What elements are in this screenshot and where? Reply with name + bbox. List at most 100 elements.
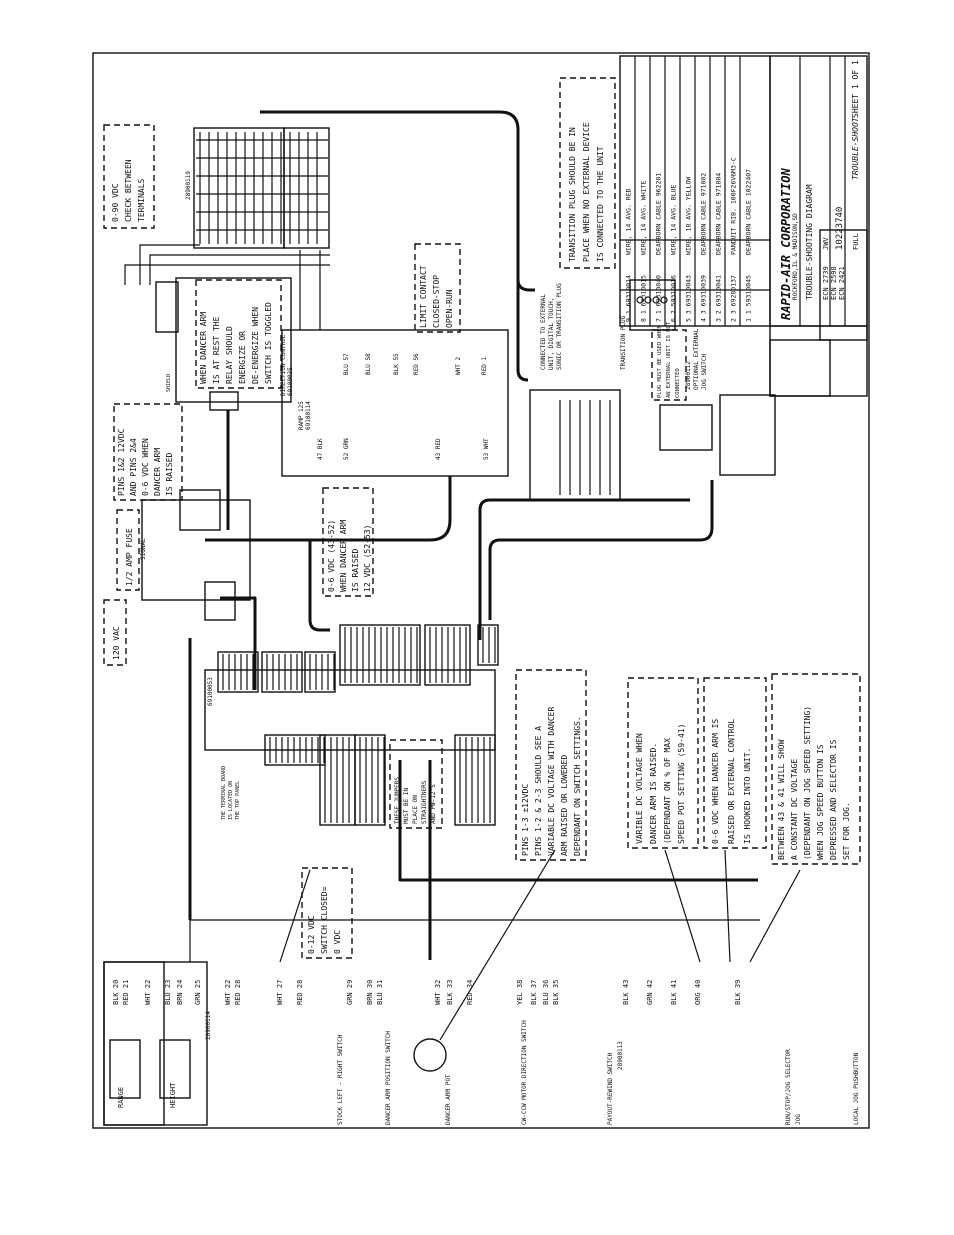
svg-text:SONIC OR TRANSITION PLUG: SONIC OR TRANSITION PLUG <box>556 283 563 370</box>
parts-desc: DEARBORN CABLE 971804 <box>714 173 722 255</box>
svg-text:28900113: 28900113 <box>617 1041 624 1070</box>
svg-text:A CONSTANT DC VOLTAGE: A CONSTANT DC VOLTAGE <box>790 759 799 860</box>
wire-label: BLK 37 <box>530 980 538 1005</box>
wire-label: RED 28 <box>234 980 242 1005</box>
transition-plug-pin <box>652 296 660 304</box>
wire-label: BLK 39 <box>734 980 742 1005</box>
signal-fuse-block: SIGNAL <box>140 489 251 621</box>
svg-text:JOG: JOG <box>795 1114 802 1125</box>
svg-text:VARIABLE DC VOLTAGE WITH DANCE: VARIABLE DC VOLTAGE WITH DANCER <box>547 707 556 856</box>
svg-text:CONNECTED: CONNECTED <box>675 368 681 398</box>
wire-label: YEL 38 <box>516 980 524 1005</box>
svg-text:IS HOOKED INTO UNIT.: IS HOOKED INTO UNIT. <box>743 748 752 844</box>
svg-text:0-12 VDC: 0-12 VDC <box>307 915 316 954</box>
wire-label: BLK 33 <box>446 980 454 1005</box>
terminal-strip-right <box>283 127 330 249</box>
parts-desc: DEARBORN CABLE 1022407 <box>744 169 752 255</box>
main-pcb-69100053: 69100053 THE TERMINAL BOARD IS LOCATED O… <box>204 669 496 820</box>
svg-text:DANCER ARM IS RAISED.: DANCER ARM IS RAISED. <box>649 743 658 844</box>
company-name: RAPID-AIR CORPORATION <box>779 168 793 320</box>
svg-text:RED 1: RED 1 <box>481 357 488 375</box>
svg-text:DANCER ARM POT: DANCER ARM POT <box>445 1074 452 1125</box>
parts-item: 2 3 69280137 <box>729 275 737 322</box>
svg-text:ENERGIZE OR: ENERGIZE OR <box>238 331 247 384</box>
wire-label: WHT 32 <box>434 980 442 1005</box>
parts-item: 6 2 59310016 <box>669 275 677 322</box>
parts-item: 1 1 59310045 <box>744 275 752 322</box>
svg-text:RELAY SHOULD: RELAY SHOULD <box>225 326 234 384</box>
svg-text:PINS 1-3 ±12VDC: PINS 1-3 ±12VDC <box>521 784 530 856</box>
drawing-scale: FULL <box>852 233 860 250</box>
wire-label: GRN 29 <box>346 980 354 1005</box>
svg-text:DEPRESSED AND SELECTOR IS: DEPRESSED AND SELECTOR IS <box>829 739 838 860</box>
ecn-2: ECN 2598 <box>830 266 838 300</box>
wire-label: BRN 24 <box>176 980 184 1005</box>
svg-text:CLOSED-STOP: CLOSED-STOP <box>432 275 441 328</box>
svg-text:69100035: 69100035 <box>287 367 294 396</box>
external-connector: TRANSITION PLUG 28900112 OPTIONAL EXTERN… <box>529 279 776 501</box>
svg-text:LOCAL JOG PUSHBUTTON: LOCAL JOG PUSHBUTTON <box>853 1052 860 1125</box>
transition-plug-pin <box>636 296 644 304</box>
wire-label: BLU 36 <box>542 980 550 1005</box>
wire-label: BLK 20 <box>112 980 120 1005</box>
pcb-terminal-block <box>354 734 386 826</box>
svg-text:69100114: 69100114 <box>305 401 312 430</box>
pcb-terminal-block <box>339 624 421 686</box>
svg-text:12 VDC (52-53): 12 VDC (52-53) <box>363 525 372 592</box>
svg-text:0-90 VDC: 0-90 VDC <box>111 183 120 222</box>
drawing-sheet: SHEET 1 OF 1 <box>851 60 860 118</box>
svg-text:0-6 VDC WHEN DANCER ARM IS: 0-6 VDC WHEN DANCER ARM IS <box>711 719 720 844</box>
svg-text:WHEN DANCER ARM: WHEN DANCER ARM <box>339 520 348 592</box>
wire-label: WHT 27 <box>276 980 284 1005</box>
note-external-control: 0-6 VDC WHEN DANCER ARM IS RAISED OR EXT… <box>703 677 767 849</box>
svg-text:LIMIT CONTACT: LIMIT CONTACT <box>419 265 428 328</box>
svg-text:PLACE WHEN NO EXTERNAL DEVICE: PLACE WHEN NO EXTERNAL DEVICE <box>582 122 591 262</box>
svg-text:THESE JUMPERS: THESE JUMPERS <box>394 777 401 824</box>
ecn-1: ECN 2739 <box>822 266 830 300</box>
note-jumpers: THESE JUMPERS MUST BE IN PLACE ON STRAIG… <box>389 739 443 829</box>
svg-text:CHECK BETWEEN: CHECK BETWEEN <box>124 159 133 222</box>
svg-text:SWITCH IS TOGGLED: SWITCH IS TOGGLED <box>264 302 273 384</box>
svg-text:52 GRN: 52 GRN <box>343 438 350 460</box>
pcb-connectors <box>217 624 499 826</box>
note-variable-dc: VARIBLE DC VOLTAGE WHEN DANCER ARM IS RA… <box>627 677 699 849</box>
note-pins-12vdc: PINS 1&2 12VDC AND PINS 2&4 0-6 VDC WHEN… <box>113 403 183 501</box>
note-fuse: 1/2 AMP FUSE <box>116 509 140 591</box>
svg-text:TERMINALS: TERMINALS <box>137 178 146 222</box>
label-external-connect: CONNECTED TO EXTERNAL UNIT, DIGITAL TOUC… <box>540 283 563 370</box>
ecn-block: ECN 2739 ECN 2598 ECN 2421 <box>769 229 868 397</box>
pcb-terminal-block <box>304 651 336 693</box>
svg-text:47 BLK: 47 BLK <box>317 438 324 460</box>
parts-desc: DEARBORN CABLE 971802 <box>699 173 707 255</box>
wire-label: RED 34 <box>466 980 474 1005</box>
svg-text:DIRECTION CONTROL: DIRECTION CONTROL <box>280 334 287 396</box>
svg-text:0-6 VDC WHEN: 0-6 VDC WHEN <box>141 438 150 496</box>
svg-text:PAYOUT-REWIND SWITCH: PAYOUT-REWIND SWITCH <box>607 1052 614 1125</box>
svg-text:CW-CCW MOTOR DIRECTION SWITCH: CW-CCW MOTOR DIRECTION SWITCH <box>521 1020 528 1125</box>
pcb-terminal-block <box>217 651 259 693</box>
svg-text:IS RAISED: IS RAISED <box>165 452 174 496</box>
svg-text:PLACE ON: PLACE ON <box>412 795 419 824</box>
parts-desc: WIRE, 14 AVG. WHITE <box>639 181 647 255</box>
svg-text:PINS 1&2 12VDC: PINS 1&2 12VDC <box>117 428 126 496</box>
svg-text:(DEPENDANT ON % OF MAX: (DEPENDANT ON % OF MAX <box>663 738 672 844</box>
drawing-border <box>92 52 870 1129</box>
svg-text:STOCK LEFT - RIGHT SWITCH: STOCK LEFT - RIGHT SWITCH <box>337 1034 344 1125</box>
direction-control-relay: DIRECTION CONTROL 69100035 SHIELD <box>155 277 294 411</box>
wire-label: WHT 22 <box>224 980 232 1005</box>
left-component-strip: 28900114 RANGE HEIGHT STOCK LEFT - RIGHT… <box>103 961 860 1126</box>
svg-text:BLU 58: BLU 58 <box>365 353 372 375</box>
svg-text:PINS 1-2 & 2-3 SHOULD SEE A: PINS 1-2 & 2-3 SHOULD SEE A <box>534 726 543 856</box>
parts-desc: WIRE, 14 AVG. BLUE <box>669 184 677 255</box>
wire-label: RED 28 <box>296 980 304 1005</box>
note-jog: BETWEEN 43 & 41 WILL SHOW A CONSTANT DC … <box>771 673 861 865</box>
svg-text:SET FOR JOG.: SET FOR JOG. <box>842 802 851 860</box>
wire-label: WHT 22 <box>144 980 152 1005</box>
svg-text:DE-ENERGIZE WHEN: DE-ENERGIZE WHEN <box>251 307 260 384</box>
svg-text:28900114: 28900114 <box>205 1011 212 1040</box>
ramp-terminal-labels: 47 BLK 52 GRN 43 RED 53 WHT BLU 57 BLU 5… <box>317 353 490 460</box>
svg-text:DEPENDANT ON SWITCH SETTINGS.: DEPENDANT ON SWITCH SETTINGS. <box>573 716 582 856</box>
